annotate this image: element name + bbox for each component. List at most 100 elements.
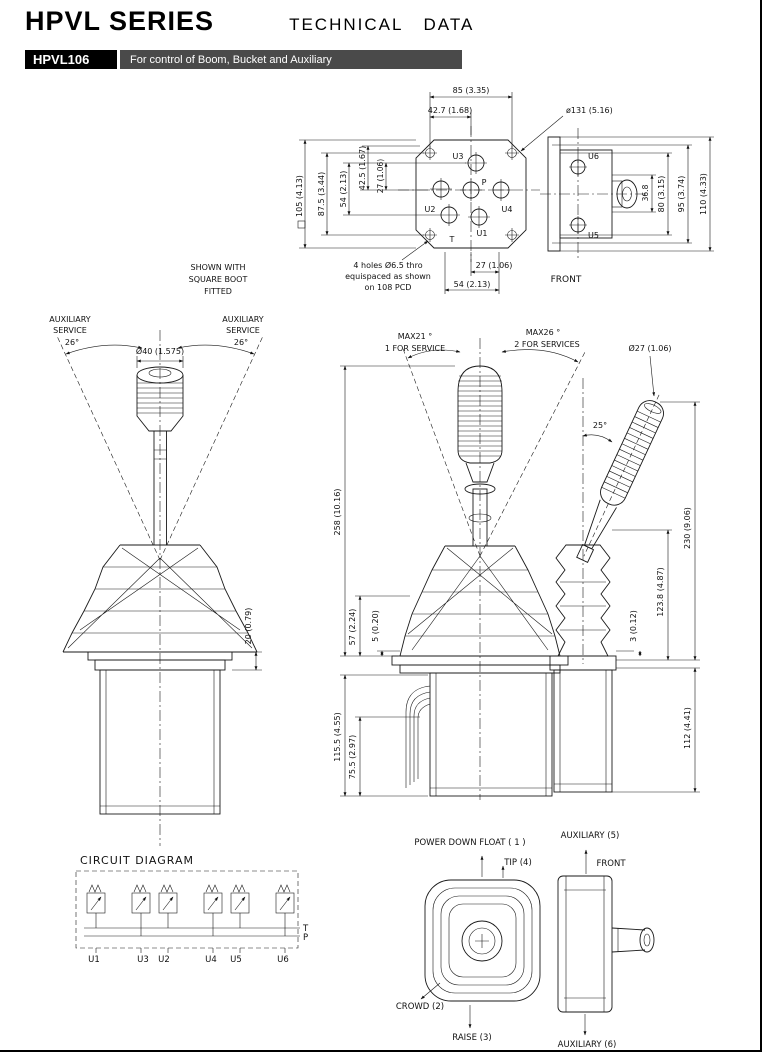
dim-87-5: 87.5 (3.44) — [317, 172, 326, 216]
square-boot-view: SHOWN WITH SQUARE BOOT FITTED AUXILIARY … — [49, 263, 264, 846]
port-label-t: T — [449, 235, 455, 244]
dim-95: 95 (3.74) — [677, 176, 686, 213]
circuit-port-u5: U5 — [230, 955, 242, 965]
front-label-bottom: FRONT — [596, 859, 626, 869]
dim-123-8: 123.8 (4.87) — [656, 567, 665, 617]
circuit-port-u6: U6 — [277, 955, 289, 965]
dim-54-left: 54 (2.13) — [339, 171, 348, 208]
dim-27-left: 27 (1.06) — [376, 159, 385, 194]
port-centermarks — [430, 152, 512, 228]
tip-label: TIP (4) — [503, 858, 532, 868]
aux5-label: AUXILIARY (5) — [561, 831, 620, 841]
angle-25: 25° — [593, 421, 607, 430]
circuit-diagram: CIRCUIT DIAGRAM T P U1 — [75, 854, 309, 965]
port-label-p: P — [482, 178, 487, 187]
side-grip-lines — [601, 410, 661, 499]
port-label-u3: U3 — [453, 152, 464, 161]
circuit-port-u1: U1 — [88, 955, 100, 965]
aux-left-3: 26° — [65, 338, 79, 347]
dim-258: 258 (10.16) — [333, 489, 342, 536]
dim-42-7: 42.7 (1.68) — [428, 106, 472, 115]
circuit-port-u2: U2 — [158, 955, 170, 965]
boot-caption-2: SQUARE BOOT — [189, 275, 248, 284]
circuit-p-label: P — [303, 933, 308, 943]
dim-57: 57 (2.24) — [348, 609, 357, 646]
aux-left-2: SERVICE — [53, 326, 87, 335]
dim-27-bottom: 27 (1.06) — [476, 261, 513, 270]
screw-centermarks — [423, 146, 519, 242]
circuit-port-u4: U4 — [205, 955, 217, 965]
valve-u4 — [203, 884, 223, 953]
side-extension-lines — [548, 136, 714, 252]
port-label-u6: U6 — [588, 152, 599, 161]
dim-27-handle: Ø27 (1.06) — [628, 343, 671, 353]
front-view-joystick: MAX21 ° 1 FOR SERVICE MAX26 ° 2 FOR SERV… — [333, 328, 586, 800]
front-label-top: FRONT — [551, 275, 582, 285]
dim-85: 85 (3.35) — [453, 86, 490, 95]
max26-sub: 2 FOR SERVICES — [514, 340, 579, 349]
dim-131: ø131 (5.16) — [566, 106, 613, 115]
port-label-u4: U4 — [502, 205, 513, 214]
valve-u6 — [275, 884, 295, 953]
max21-label: MAX21 ° — [398, 332, 433, 341]
raise-label: RAISE (3) — [452, 1033, 491, 1043]
dim-5: 5 (0.20) — [371, 610, 380, 642]
valve-u1 — [86, 884, 106, 953]
dim-42-5: 42.5 (1.67) — [358, 146, 367, 190]
page-subtitle: TECHNICAL DATA — [289, 15, 475, 34]
dim-3: 3 (0.12) — [629, 610, 638, 642]
dim-230: 230 (9.06) — [683, 507, 692, 549]
model-bar: HPVL106 For control of Boom, Bucket and … — [25, 50, 462, 69]
port-label-u1: U1 — [477, 229, 488, 238]
page-header: HPVL SERIES TECHNICAL DATA — [25, 6, 474, 37]
dim-20: 20 (0.79) — [244, 608, 253, 645]
crowd-label: CROWD (2) — [396, 1002, 444, 1012]
aux-right-2: SERVICE — [226, 326, 260, 335]
valve-u5 — [230, 884, 250, 953]
dim-40: Ø40 (1.575) — [136, 346, 184, 356]
dim-75-5: 75.5 (2.97) — [348, 735, 357, 779]
aux-right-3: 26° — [234, 338, 248, 347]
boot-caption-1: SHOWN WITH — [191, 263, 246, 272]
port-label-u5: U5 — [588, 231, 599, 240]
holes-note-2: equispaced as shown — [345, 272, 431, 281]
aux6-label: AUXILIARY (6) — [558, 1040, 617, 1050]
dim-80: 80 (3.15) — [657, 176, 666, 213]
mounting-plate-side-view: U6 U5 36.8 80 (3.15) 95 (3.74) 110 (4.33… — [540, 128, 714, 285]
page-title: HPVL SERIES — [25, 6, 215, 36]
dim-115-5: 115.5 (4.55) — [333, 712, 342, 762]
function-direction-view: POWER DOWN FLOAT ( 1 ) TIP (4) CROWD (2)… — [396, 831, 655, 1050]
aux-right-1: AUXILIARY — [222, 315, 264, 324]
mounting-plate-dimensions: 85 (3.35) 42.7 (1.68) ø131 (5.16) 105 (4… — [295, 86, 613, 294]
dim-54-bottom: 54 (2.13) — [454, 280, 491, 289]
circuit-t-label: T — [302, 924, 309, 934]
circuit-title: CIRCUIT DIAGRAM — [80, 854, 194, 867]
model-description: For control of Boom, Bucket and Auxiliar… — [120, 50, 462, 69]
dim-110: 110 (4.33) — [699, 173, 708, 215]
port-label-u2: U2 — [425, 205, 436, 214]
square-symbol — [297, 220, 306, 229]
side-port-centermarks — [569, 158, 587, 234]
max21-sub: 1 FOR SERVICE — [385, 344, 445, 353]
power-down-float-label: POWER DOWN FLOAT ( 1 ) — [414, 838, 525, 848]
model-badge: HPVL106 — [25, 50, 117, 69]
valve-u3 — [131, 884, 151, 953]
boot-travel-lines — [67, 547, 253, 649]
holes-note-1: 4 holes Ø6.5 thro — [353, 260, 422, 270]
circuit-port-u3: U3 — [137, 955, 149, 965]
dim-105: 105 (4.13) — [295, 175, 304, 217]
aux-left-1: AUXILIARY — [49, 315, 91, 324]
wire-bundle — [405, 685, 431, 788]
dim-36-8: 36.8 — [641, 184, 650, 201]
front-grip-lines — [458, 375, 502, 457]
holes-note-3: on 108 PCD — [365, 283, 412, 292]
mounting-plate-top-view: U3 P U2 U4 T U1 — [398, 126, 540, 262]
knob-grip-lines — [137, 382, 183, 414]
dim-112: 112 (4.41) — [683, 707, 692, 749]
valve-u2 — [158, 884, 178, 953]
front-travel-lines — [407, 547, 553, 651]
max26-label: MAX26 ° — [526, 328, 561, 337]
boot-caption-3: FITTED — [204, 287, 232, 296]
